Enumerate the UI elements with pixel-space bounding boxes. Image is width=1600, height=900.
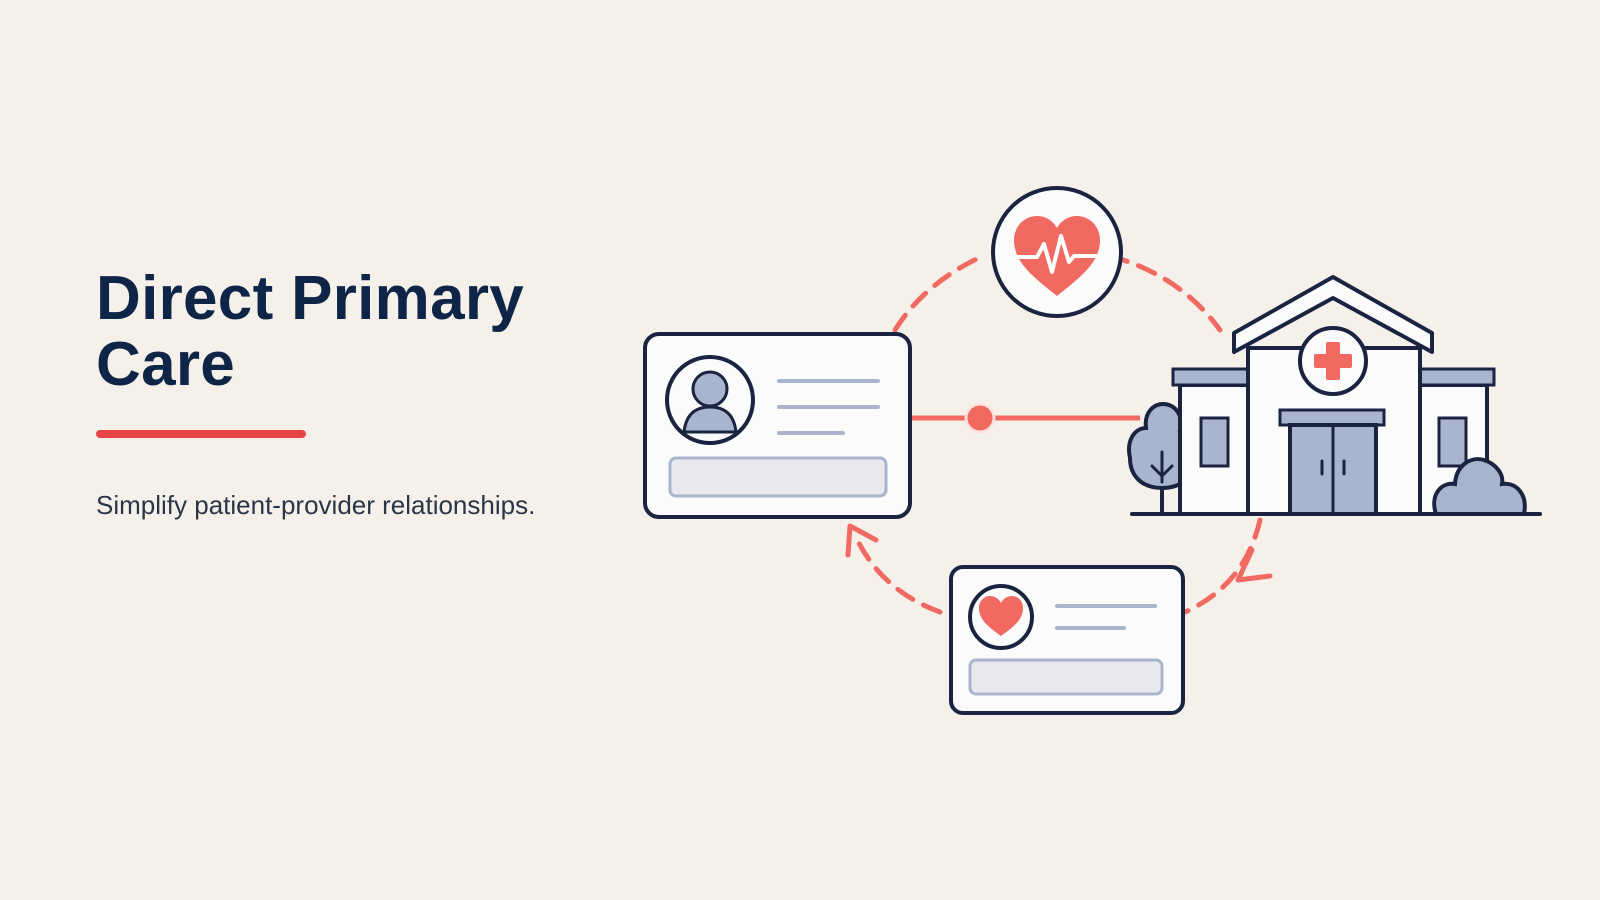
title-underline xyxy=(96,430,306,438)
arrow-heads xyxy=(845,523,1273,583)
patient-profile-card xyxy=(643,332,912,519)
arrow-head-down-left-icon xyxy=(1235,547,1273,583)
heart-icon xyxy=(968,584,1034,650)
arc-clinic-to-record xyxy=(1182,517,1263,615)
arrow-head-up-left-icon xyxy=(845,523,879,558)
bush-icon xyxy=(1432,457,1527,516)
page-title: Direct Primary Care xyxy=(96,264,525,399)
cycle-arrows xyxy=(852,252,1263,615)
user-avatar-icon xyxy=(665,355,755,445)
medical-cross-icon xyxy=(1298,326,1368,396)
page-subtitle: Simplify patient-provider relationships. xyxy=(96,490,536,520)
hero-text-block: Direct Primary Care Simplify patient-pro… xyxy=(96,266,616,521)
clinic-building xyxy=(1127,275,1542,516)
connector-node xyxy=(964,402,996,434)
heartbeat-icon xyxy=(991,186,1123,318)
arc-record-to-card xyxy=(852,532,943,615)
connector xyxy=(912,402,1140,434)
health-record-card xyxy=(949,565,1185,715)
arc-card-to-heart xyxy=(892,252,988,333)
arc-heart-to-clinic xyxy=(1107,253,1223,333)
